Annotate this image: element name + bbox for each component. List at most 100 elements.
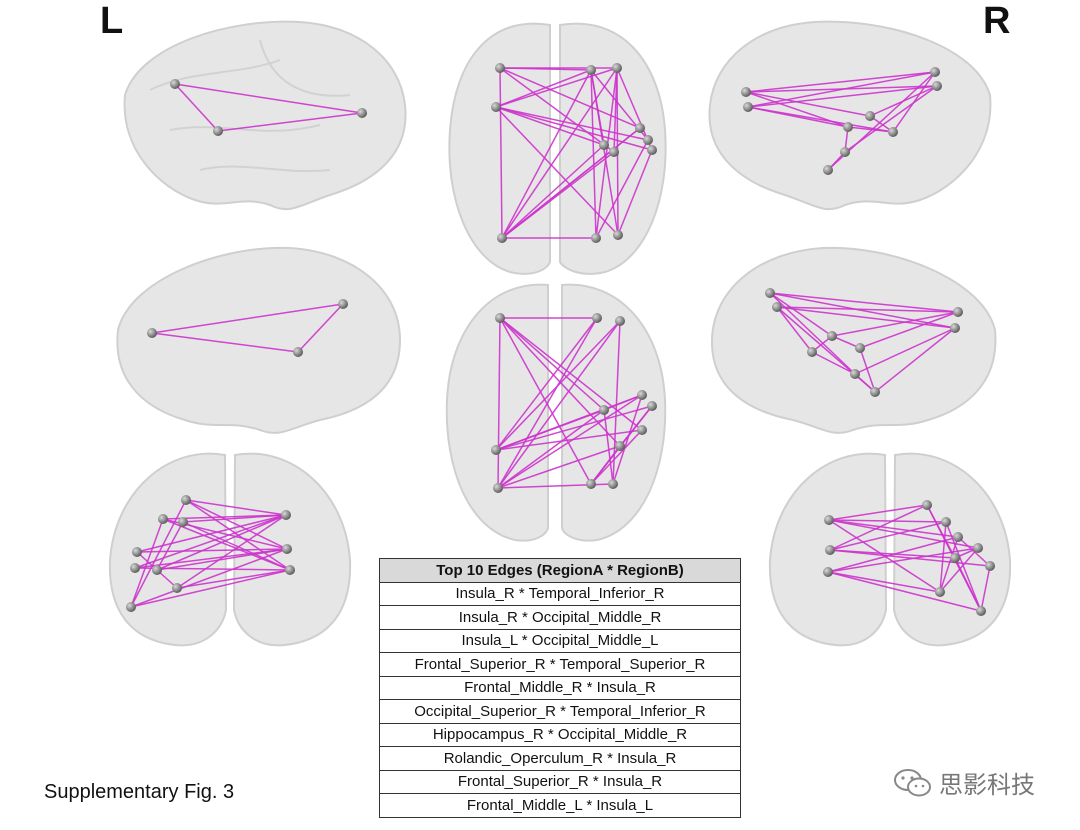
region-node <box>935 587 945 597</box>
region-node <box>950 323 960 333</box>
connectivity-edge <box>499 317 643 431</box>
region-node <box>765 288 775 298</box>
connectivity-edge <box>776 306 813 353</box>
connectivity-edge <box>176 514 287 589</box>
region-node <box>941 517 951 527</box>
connectivity-edge <box>612 320 621 485</box>
region-node <box>612 63 622 73</box>
region-node <box>497 233 507 243</box>
connectivity-edge <box>769 292 833 337</box>
connectivity-edge <box>156 514 287 571</box>
connectivity-edge <box>162 518 291 571</box>
brain-left-sagittal-top <box>123 20 407 211</box>
region-node <box>285 565 295 575</box>
region-node <box>293 347 303 357</box>
connectivity-edge <box>495 106 619 236</box>
connectivity-edge <box>185 499 287 516</box>
connectivity-edge <box>854 327 956 375</box>
region-node <box>282 544 292 554</box>
connectivity-edge <box>831 311 959 337</box>
table-row: Rolandic_Operculum_R * Insula_R <box>379 746 741 771</box>
connectivity-edge <box>831 335 861 349</box>
region-node <box>599 405 609 415</box>
connectivity-edges <box>130 67 991 612</box>
region-node <box>888 127 898 137</box>
region-node <box>170 79 180 89</box>
region-node <box>635 123 645 133</box>
connectivity-edge <box>828 519 979 549</box>
connectivity-edge <box>828 519 959 538</box>
region-node <box>613 230 623 240</box>
connectivity-edge <box>829 521 947 551</box>
region-node <box>178 517 188 527</box>
connectivity-edge <box>495 106 605 146</box>
region-node <box>338 299 348 309</box>
connectivity-edge <box>495 405 653 451</box>
region-node <box>823 567 833 577</box>
region-node <box>637 390 647 400</box>
region-node <box>953 532 963 542</box>
connectivity-edge <box>182 521 291 571</box>
connectivity-edge <box>499 67 615 153</box>
region-node <box>953 307 963 317</box>
brain-left-sagittal-middle <box>116 246 402 434</box>
connectivity-edge <box>134 548 288 569</box>
connectivity-edge <box>130 569 291 608</box>
connectivity-edge <box>151 303 344 334</box>
connectivity-edge <box>499 67 503 239</box>
connectivity-edge <box>595 139 649 239</box>
connectivity-edge <box>828 519 941 593</box>
connectivity-edge <box>176 569 291 589</box>
connectivity-edge <box>151 332 299 353</box>
connectivity-edge <box>847 126 894 133</box>
region-node <box>743 102 753 112</box>
connectivity-edge <box>827 536 959 573</box>
connectivity-edge <box>501 144 605 239</box>
connectivity-edge <box>776 306 876 393</box>
table-row: Insula_R * Occipital_Middle_R <box>379 605 741 630</box>
connectivity-edge <box>828 504 928 521</box>
connectivity-edge <box>747 106 894 133</box>
table-row: Insula_L * Occipital_Middle_L <box>379 628 741 653</box>
region-node <box>609 147 619 157</box>
connectivity-edge <box>945 521 982 612</box>
table-row: Frontal_Superior_R * Temporal_Superior_R <box>379 652 741 677</box>
connectivity-edge <box>874 327 956 393</box>
connectivity-edge <box>776 306 959 313</box>
connectivity-edge <box>185 499 291 571</box>
connectivity-edge <box>497 317 501 489</box>
connectivity-edge <box>136 548 288 553</box>
connectivity-edge <box>497 409 605 489</box>
region-node <box>973 543 983 553</box>
connectivity-edge <box>745 91 849 128</box>
top-edges-table: Top 10 Edges (RegionA * RegionB) Insula_… <box>379 558 741 818</box>
region-node <box>592 313 602 323</box>
region-node <box>855 343 865 353</box>
connectivity-edge <box>499 317 592 485</box>
connectivity-edge <box>501 151 615 239</box>
region-node <box>608 479 618 489</box>
connectivity-edge <box>497 394 643 489</box>
figure-caption: Supplementary Fig. 3 <box>44 781 235 803</box>
region-nodes <box>126 63 995 616</box>
connectivity-edge <box>182 514 287 523</box>
connectivity-edge <box>769 292 856 375</box>
connectivity-edge <box>892 71 936 133</box>
connectivity-edge <box>859 311 959 349</box>
region-node <box>840 147 850 157</box>
connectivity-edge <box>174 83 219 132</box>
connectivity-edge <box>745 71 936 93</box>
table-row: Occipital_Superior_R * Temporal_Inferior… <box>379 699 741 724</box>
table-row: Frontal_Middle_R * Insula_R <box>379 675 741 700</box>
connectivity-edge <box>827 571 941 593</box>
region-node <box>827 331 837 341</box>
connectivity-edge <box>769 292 959 313</box>
region-node <box>152 565 162 575</box>
right-hemisphere-label: R <box>983 0 1011 42</box>
region-node <box>643 135 653 145</box>
connectivity-edge <box>590 429 643 485</box>
region-node <box>930 67 940 77</box>
region-node <box>132 547 142 557</box>
connectivity-edge <box>844 85 938 153</box>
connectivity-edge <box>499 317 605 411</box>
